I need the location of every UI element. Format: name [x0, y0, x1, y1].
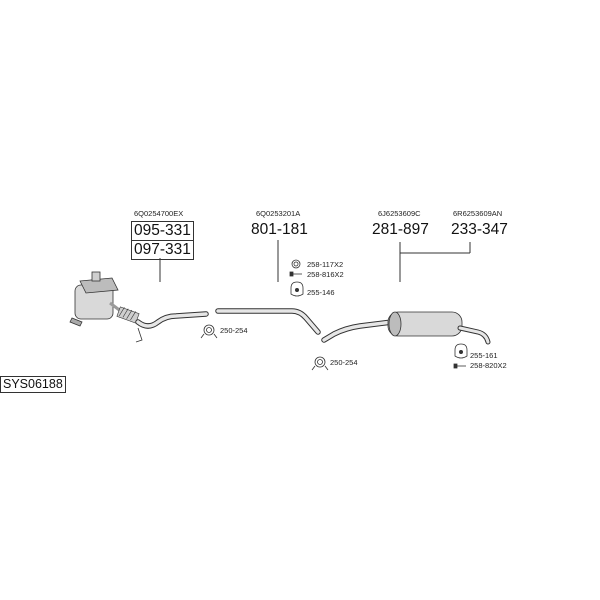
clamp-ring-icon: [200, 324, 218, 339]
oe-number: 6R6253609AN: [453, 209, 503, 218]
oe-number: 6Q0254700EX: [134, 209, 184, 218]
dpf-sensor: [91, 271, 101, 282]
particulate-filter: [69, 271, 123, 327]
clamp-ring-icon: [311, 356, 329, 371]
part-number-link[interactable]: 097-331: [131, 240, 194, 260]
rear-silencer: [387, 311, 463, 337]
part-number-link[interactable]: 233-347: [451, 221, 508, 238]
flex-joint: [116, 306, 140, 324]
accessory-ref-link[interactable]: 258-820X2: [470, 361, 507, 370]
rear-silencer-body: [387, 311, 463, 337]
part-number-link[interactable]: 095-331: [131, 221, 194, 241]
gasket-ring-icon: [291, 259, 301, 269]
rubber-hanger-icon: [454, 343, 468, 359]
accessory-ref-link[interactable]: 258-816X2: [307, 270, 344, 279]
accessory-ref-link[interactable]: 255-146: [307, 288, 335, 297]
accessory-ref-link[interactable]: 250-254: [220, 326, 248, 335]
part-number-link[interactable]: 281-897: [372, 221, 429, 238]
part-number-link[interactable]: 801-181: [251, 221, 308, 238]
leader-lines: [159, 240, 471, 282]
bolt-icon: [453, 363, 466, 369]
dpf-top-shield: [79, 277, 119, 294]
oe-number: 6Q0253201A: [256, 209, 301, 218]
rubber-hanger-icon: [290, 281, 304, 297]
accessory-ref-link[interactable]: 255-161: [470, 351, 498, 360]
accessory-ref-link[interactable]: 250-254: [330, 358, 358, 367]
accessory-ref-link[interactable]: 258-117X2: [307, 260, 344, 269]
sensor-wire: [135, 327, 143, 343]
bolt-icon: [289, 271, 302, 277]
dpf-bracket: [69, 317, 83, 327]
system-code-label: SYS06188: [0, 376, 66, 393]
oe-number: 6J6253609C: [378, 209, 421, 218]
